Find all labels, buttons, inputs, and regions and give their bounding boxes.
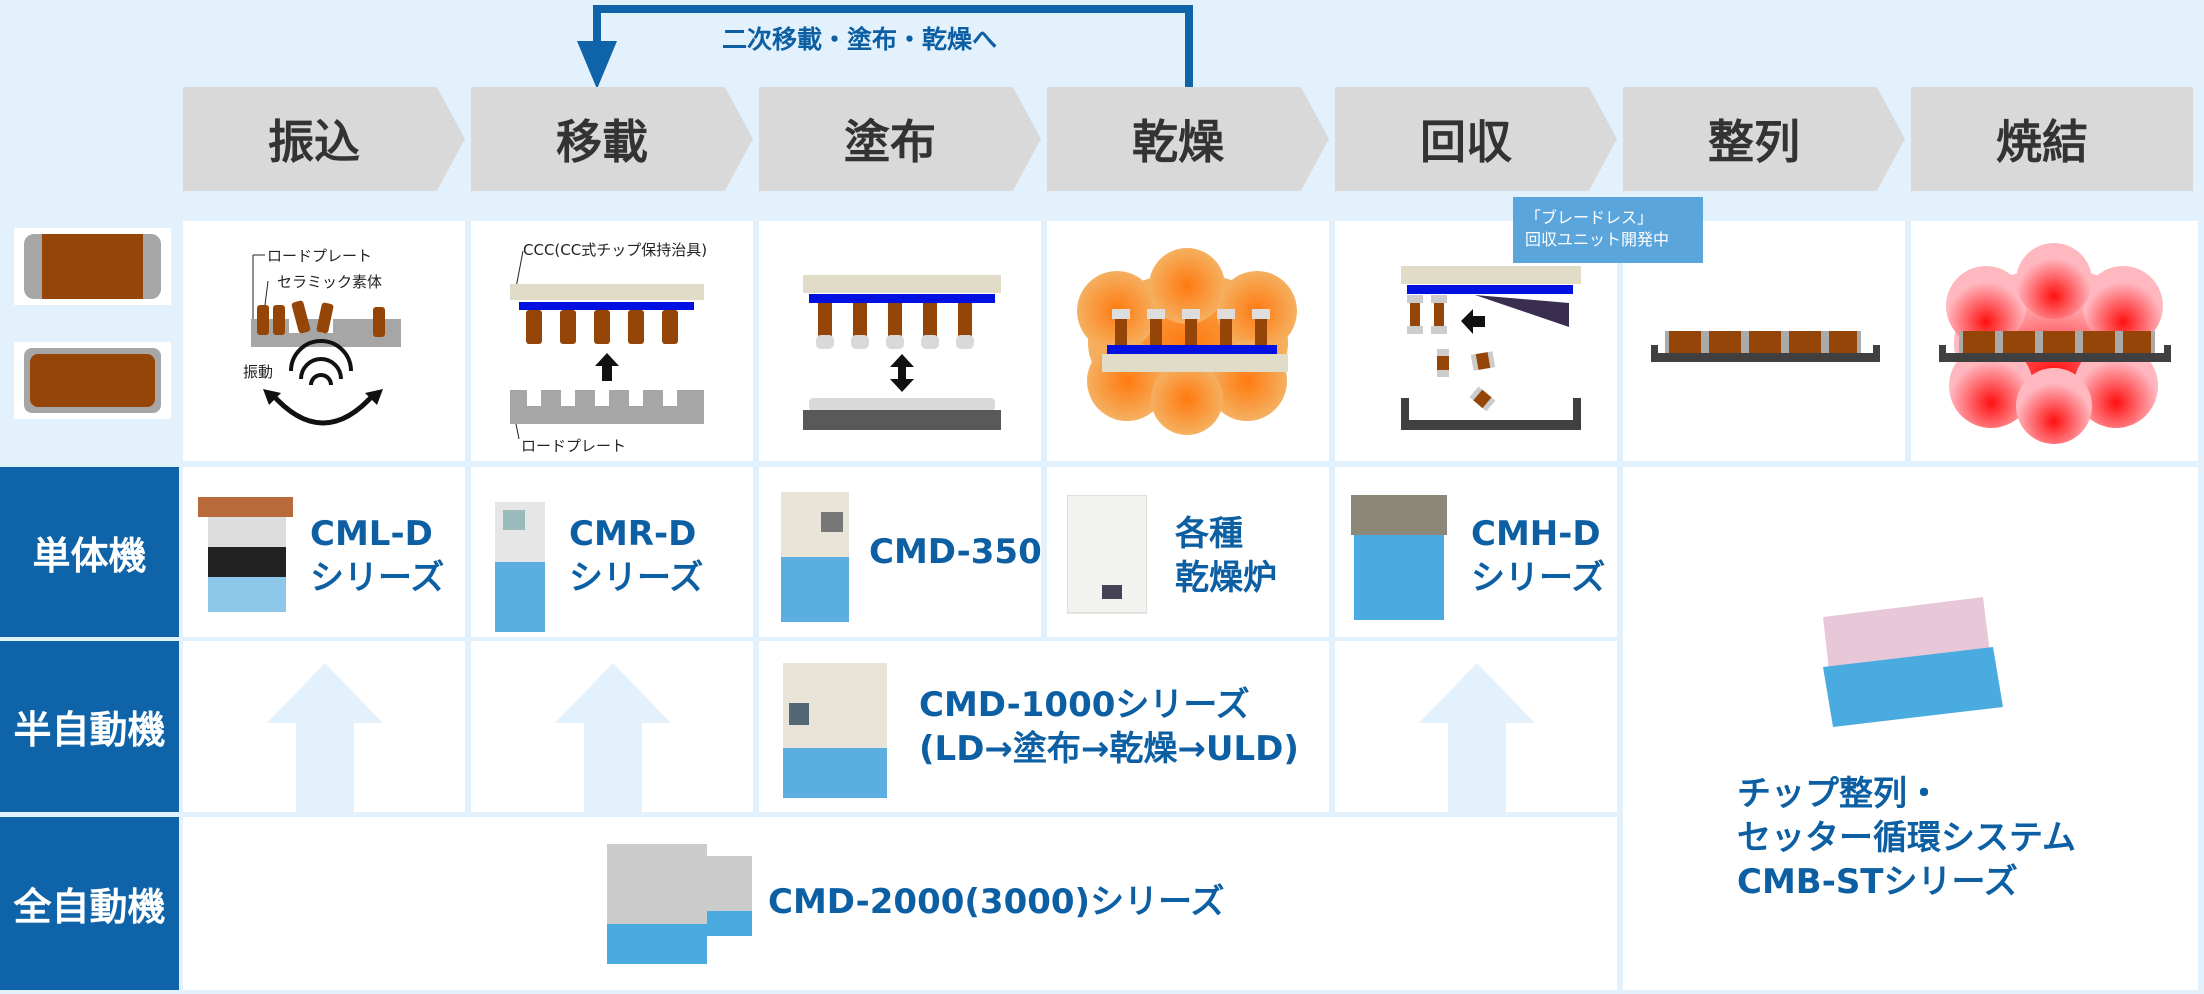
semi-auto-kaishu [1335, 641, 1617, 813]
blade-icon [1475, 295, 1569, 327]
machine-dryer[interactable]: 各種乾燥炉 [1047, 467, 1329, 637]
step-shoketsu: 焼結 [1911, 87, 2193, 191]
step-furikomi: 振込 [183, 87, 465, 191]
arrow-up-icon [267, 663, 383, 813]
arrow-up-icon [595, 353, 619, 381]
row-label-full-auto: 全自動機 [0, 817, 179, 990]
chip-icon-large [14, 342, 171, 419]
step-isai: 移載 [471, 87, 753, 191]
arrow-left-icon [1461, 309, 1485, 334]
illus-isai: CCC(CC式チップ保持治具) ロードプレート [471, 221, 753, 461]
swing-arrow-icon [269, 391, 377, 426]
machine-photo [1067, 495, 1147, 614]
machine-photo [781, 492, 849, 622]
semi-auto-isai [471, 641, 753, 813]
arrow-down-icon [577, 41, 617, 89]
machine-photo [495, 502, 545, 632]
chip-icon-small [14, 228, 171, 305]
machine-photo [783, 663, 887, 798]
step-seiretsu: 整列 [1623, 87, 1905, 191]
loop-label: 二次移載・塗布・乾燥へ [722, 25, 998, 54]
arrow-up-icon [555, 663, 671, 813]
row-label-semi-auto: 半自動機 [0, 641, 179, 812]
vibration-waves-icon [289, 339, 353, 386]
row-label-standalone: 単体機 [0, 467, 179, 637]
illus-kaishu [1335, 221, 1617, 461]
machine-photo [1823, 597, 2003, 727]
svg-text:セラミック素体: セラミック素体 [277, 273, 382, 291]
arrow-up-icon [1419, 663, 1535, 813]
machine-cmd1000[interactable]: CMD-1000シリーズ(LD→塗布→乾燥→ULD) [759, 641, 1329, 812]
machine-cmd350[interactable]: CMD-350 [759, 467, 1042, 637]
svg-text:CCC(CC式チップ保持治具): CCC(CC式チップ保持治具) [523, 241, 707, 259]
svg-text:ロードプレート: ロードプレート [521, 437, 626, 455]
step-kaishu: 回収 [1335, 87, 1617, 191]
machine-photo [607, 844, 752, 964]
illus-kanso [1047, 221, 1329, 461]
illus-tofu [759, 221, 1041, 461]
illus-shoketsu [1911, 221, 2198, 461]
illus-furikomi: ロードプレート セラミック素体 振動 [183, 221, 465, 461]
bladeless-callout: 「ブレードレス」 回収ユニット開発中 [1513, 197, 1703, 263]
step-tofu: 塗布 [759, 87, 1041, 191]
machine-photo [198, 497, 293, 612]
machine-cmd2000[interactable]: CMD-2000(3000)シリーズ [183, 817, 1617, 990]
double-arrow-icon [890, 354, 914, 392]
svg-text:振動: 振動 [243, 363, 273, 381]
semi-auto-furikomi [183, 641, 465, 813]
step-kanso: 乾燥 [1047, 87, 1329, 191]
svg-text:ロードプレート: ロードプレート [267, 247, 372, 265]
illus-seiretsu [1623, 221, 1905, 461]
machine-photo [1351, 495, 1447, 620]
